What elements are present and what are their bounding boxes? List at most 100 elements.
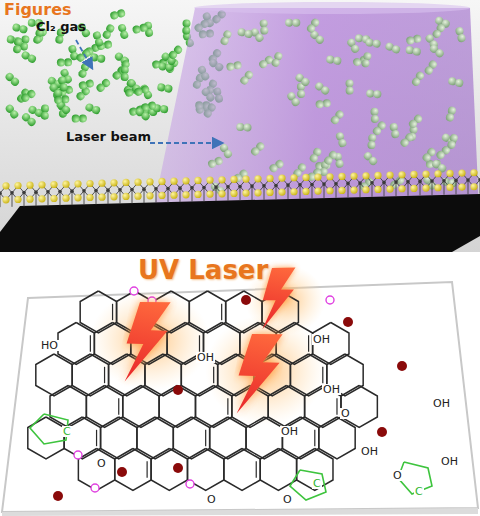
- double-bond: [213, 367, 214, 383]
- crystal-atom: [146, 178, 153, 185]
- crystal-atom: [290, 188, 297, 195]
- cl-atom: [361, 58, 371, 68]
- chemical-label: OH: [322, 384, 341, 395]
- cl-atom: [412, 47, 421, 56]
- pointer-arrow: [150, 142, 222, 144]
- cl-atom: [133, 87, 143, 97]
- carbon-ring: [195, 386, 231, 428]
- cl-atom: [346, 87, 354, 95]
- carbon-ring: [115, 449, 151, 491]
- crystal-atom: [346, 182, 350, 186]
- crystal-bond: [420, 181, 421, 195]
- cl-atom: [41, 104, 49, 112]
- functional-groups: [30, 287, 432, 500]
- cl2-molecule: [20, 50, 37, 64]
- cl-atom: [182, 19, 190, 27]
- crystal-atom: [166, 187, 170, 191]
- crystal-atom: [338, 187, 345, 194]
- bolt-glow: [119, 295, 174, 388]
- cl-atom: [89, 53, 98, 62]
- crystal-atom: [0, 191, 2, 195]
- crystal-atom: [266, 175, 273, 182]
- chemical-label: HO: [40, 340, 59, 351]
- layered-crystal: [0, 169, 480, 207]
- epoxy-oxygen: [186, 480, 194, 488]
- crystal-atom: [470, 169, 477, 176]
- ion-dot: [377, 427, 387, 437]
- crystal-atom: [98, 194, 105, 201]
- crystal-atom: [358, 181, 362, 185]
- cl-atom: [270, 58, 280, 68]
- crystal-bond: [12, 193, 13, 207]
- cl2-molecule: [455, 26, 467, 43]
- cl2-molecule: [405, 45, 422, 56]
- crystal-bond: [384, 182, 385, 196]
- carbon-ring: [28, 417, 64, 459]
- cl-atom: [222, 148, 233, 159]
- cl-atom: [335, 159, 345, 169]
- crystal-bond: [0, 193, 1, 207]
- carbon-ring: [159, 386, 195, 428]
- crystal-bond: [240, 186, 241, 200]
- crystal-atom: [326, 173, 333, 180]
- cl-atom: [243, 123, 251, 131]
- crystal-atom: [326, 187, 333, 194]
- cl-atom: [19, 24, 29, 34]
- cl2-molecule: [167, 44, 183, 60]
- cl2-molecule: [182, 19, 191, 34]
- crystal-atom: [130, 188, 134, 192]
- cl-atom: [431, 28, 442, 39]
- double-bond: [96, 430, 97, 446]
- carbon-ring: [64, 417, 100, 459]
- cl2-molecule: [446, 133, 459, 150]
- cl-atom: [423, 65, 434, 76]
- double-bond: [336, 398, 337, 414]
- cl-atom: [21, 35, 30, 44]
- crystal-atom: [170, 192, 177, 199]
- chemical-label: O: [392, 470, 403, 481]
- crystal-bond: [216, 187, 217, 201]
- crystal-atom: [302, 174, 309, 181]
- cl2-molecule: [236, 123, 252, 132]
- crystal-bond: [60, 191, 61, 205]
- cl2-molecule: [117, 23, 129, 40]
- crystal-bond: [108, 190, 109, 204]
- cl-atom: [391, 44, 401, 54]
- crystal-bond: [228, 187, 229, 201]
- crystal-atom: [406, 180, 410, 184]
- double-bond: [199, 335, 200, 351]
- epoxy-oxygen: [91, 484, 99, 492]
- cl2-molecule: [362, 150, 379, 166]
- ion-dot: [117, 467, 127, 477]
- carbon-ring: [86, 386, 122, 428]
- cl2-molecule: [423, 59, 438, 76]
- bolt-shape: [119, 295, 174, 388]
- cl-atom: [292, 19, 300, 27]
- crystal-atom: [182, 191, 189, 198]
- ion-dot: [343, 317, 353, 327]
- carbon-ring: [341, 386, 377, 428]
- crystal-atom: [338, 173, 345, 180]
- laser-heading: UV Laser: [138, 256, 268, 285]
- crystal-atom: [14, 182, 21, 189]
- crystal-atom: [110, 193, 117, 200]
- crystal-atom: [350, 172, 357, 179]
- crystal-bond: [24, 192, 25, 206]
- crystal-atom: [206, 191, 213, 198]
- cl-atom: [249, 146, 260, 157]
- chemical-label: OH: [432, 398, 451, 409]
- crystal-atom: [58, 190, 62, 194]
- cl2-molecule: [121, 66, 129, 81]
- cl2-molecule: [84, 102, 101, 115]
- cl-atom: [370, 108, 378, 116]
- crystal-atom: [278, 175, 285, 182]
- double-bond: [256, 461, 257, 477]
- gas-label: Cl₂ gas: [36, 20, 86, 34]
- cl2-molecule: [239, 69, 255, 86]
- carbon-ring: [297, 449, 333, 491]
- crystal-atom: [454, 179, 458, 183]
- cl-atom: [97, 54, 106, 63]
- bolt-shape: [231, 327, 286, 420]
- cl2-molecule: [12, 23, 29, 34]
- crystal-atom: [26, 196, 33, 203]
